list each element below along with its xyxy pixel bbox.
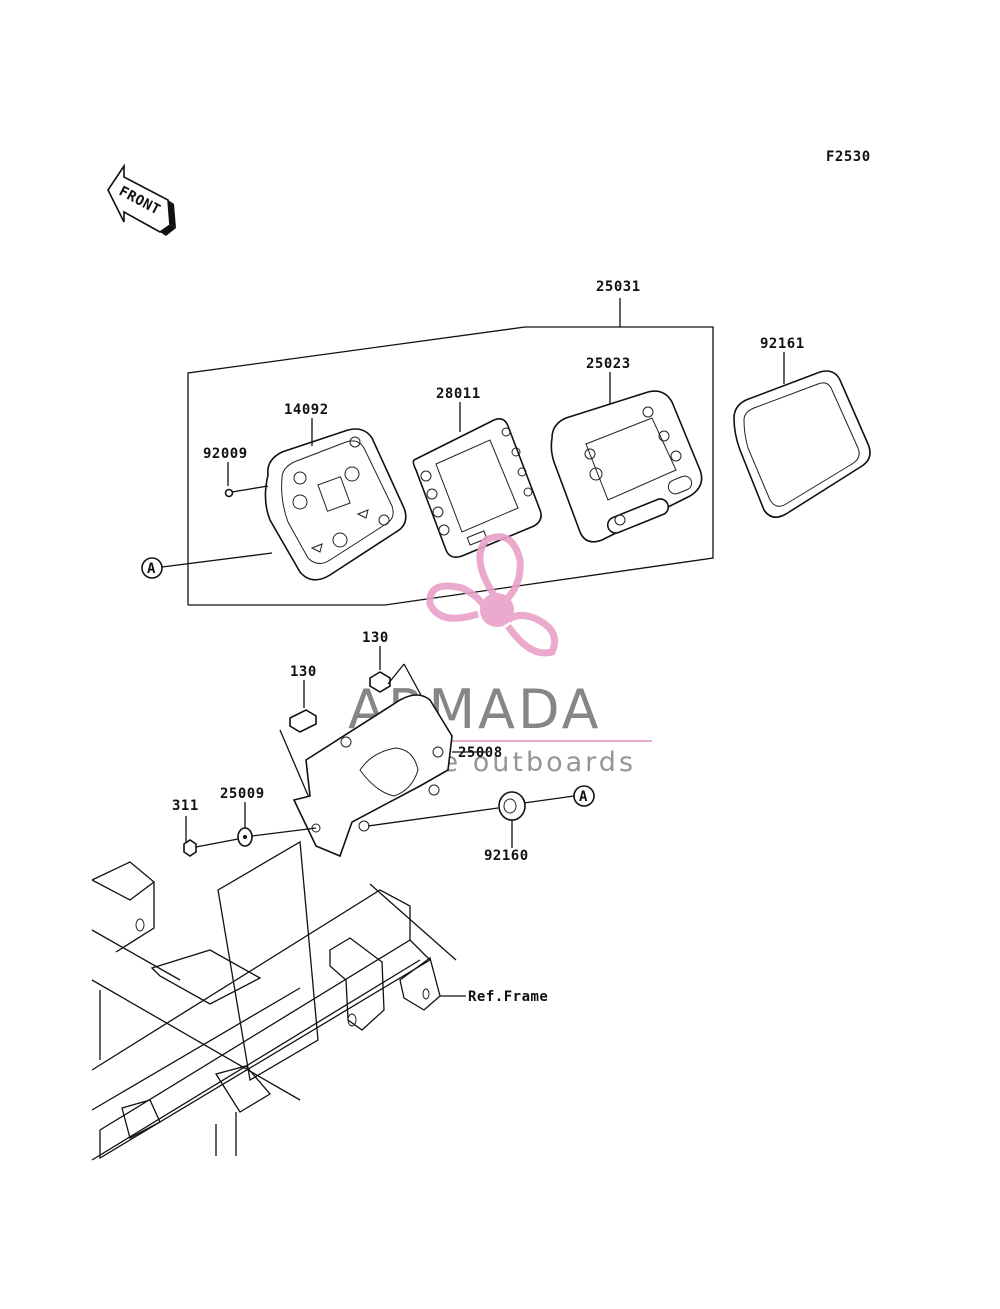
vehicle-frame xyxy=(91,840,457,1161)
svg-text:A: A xyxy=(147,561,156,577)
nut-311 xyxy=(183,816,197,857)
ref-frame-label: Ref.Frame xyxy=(468,989,548,1005)
screw-92009 xyxy=(224,462,269,498)
bolt-130-lower xyxy=(279,680,317,801)
meter-case-14092 xyxy=(264,428,407,581)
propeller-icon xyxy=(426,533,559,657)
part-label-130-lower: 130 xyxy=(290,664,317,680)
assembly-outline xyxy=(187,298,714,606)
part-label-130-upper: 130 xyxy=(362,630,389,646)
svg-text:A: A xyxy=(579,789,588,805)
figure-code: F2530 xyxy=(826,149,871,165)
bracket-25008 xyxy=(292,694,453,858)
front-arrow-icon: FRONT xyxy=(107,163,176,236)
meter-unit-28011 xyxy=(412,418,542,558)
gasket-92161 xyxy=(733,370,871,518)
part-label-25031: 25031 xyxy=(596,279,641,295)
part-label-92160: 92160 xyxy=(484,848,529,864)
part-label-25008: 25008 xyxy=(458,745,503,761)
meter-cover-25023 xyxy=(550,390,703,543)
part-label-92009: 92009 xyxy=(203,446,248,462)
part-label-28011: 28011 xyxy=(436,386,481,402)
part-label-14092: 14092 xyxy=(284,402,329,418)
callout-a-left[interactable]: A xyxy=(141,552,273,579)
grommet-92160 xyxy=(498,791,526,848)
part-label-25009: 25009 xyxy=(220,786,265,802)
washer-25009 xyxy=(237,802,253,847)
part-label-25023: 25023 xyxy=(586,356,631,372)
callout-a-right[interactable]: A xyxy=(573,785,595,807)
part-label-311: 311 xyxy=(172,798,199,814)
part-label-92161: 92161 xyxy=(760,336,805,352)
